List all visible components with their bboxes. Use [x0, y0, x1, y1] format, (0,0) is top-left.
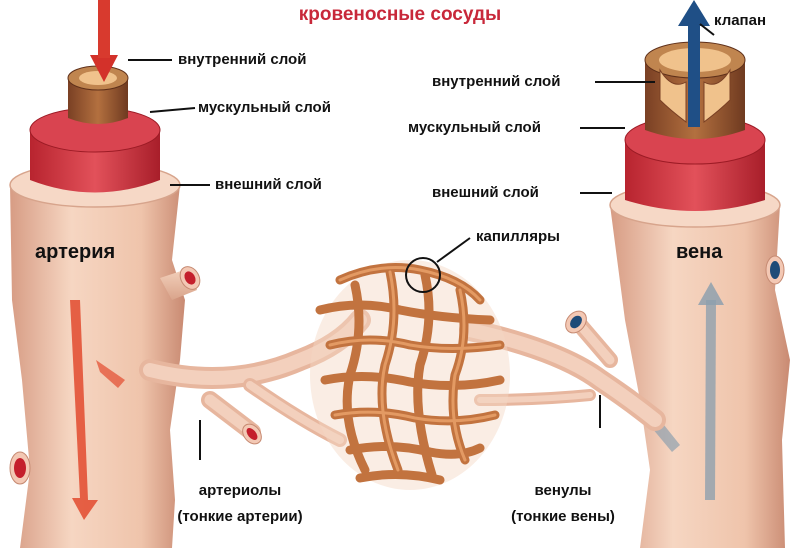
- vein-muscle-layer-label: мускульный слой: [408, 119, 541, 136]
- capillary-bed: [310, 257, 510, 490]
- diagram-title: кровеносные сосуды: [298, 4, 502, 25]
- artery-inner-layer-label: внутренний слой: [178, 51, 307, 68]
- capillaries-label: капилляры: [476, 228, 560, 245]
- venules: [459, 317, 666, 431]
- artery: [9, 0, 201, 548]
- artery-label: артерия: [35, 241, 116, 263]
- leader-lines: [128, 23, 715, 460]
- artery-muscle-layer-label: мускульный слой: [198, 99, 331, 116]
- venules-note: (тонкие вены): [511, 508, 615, 525]
- artery-outer-layer-label: внешний слой: [215, 176, 322, 193]
- vein-label: вена: [676, 241, 723, 263]
- vein-outer-layer-label: внешний слой: [432, 184, 539, 201]
- valve-label: клапан: [714, 12, 767, 29]
- capillary-highlight-circle: [405, 257, 441, 293]
- vein-inner-layer-label: внутренний слой: [432, 73, 561, 90]
- arterioles-label: артериолы: [198, 482, 282, 499]
- vein: [609, 0, 790, 548]
- arterioles-note: (тонкие артерии): [177, 508, 303, 525]
- venules-label: венулы: [534, 482, 592, 499]
